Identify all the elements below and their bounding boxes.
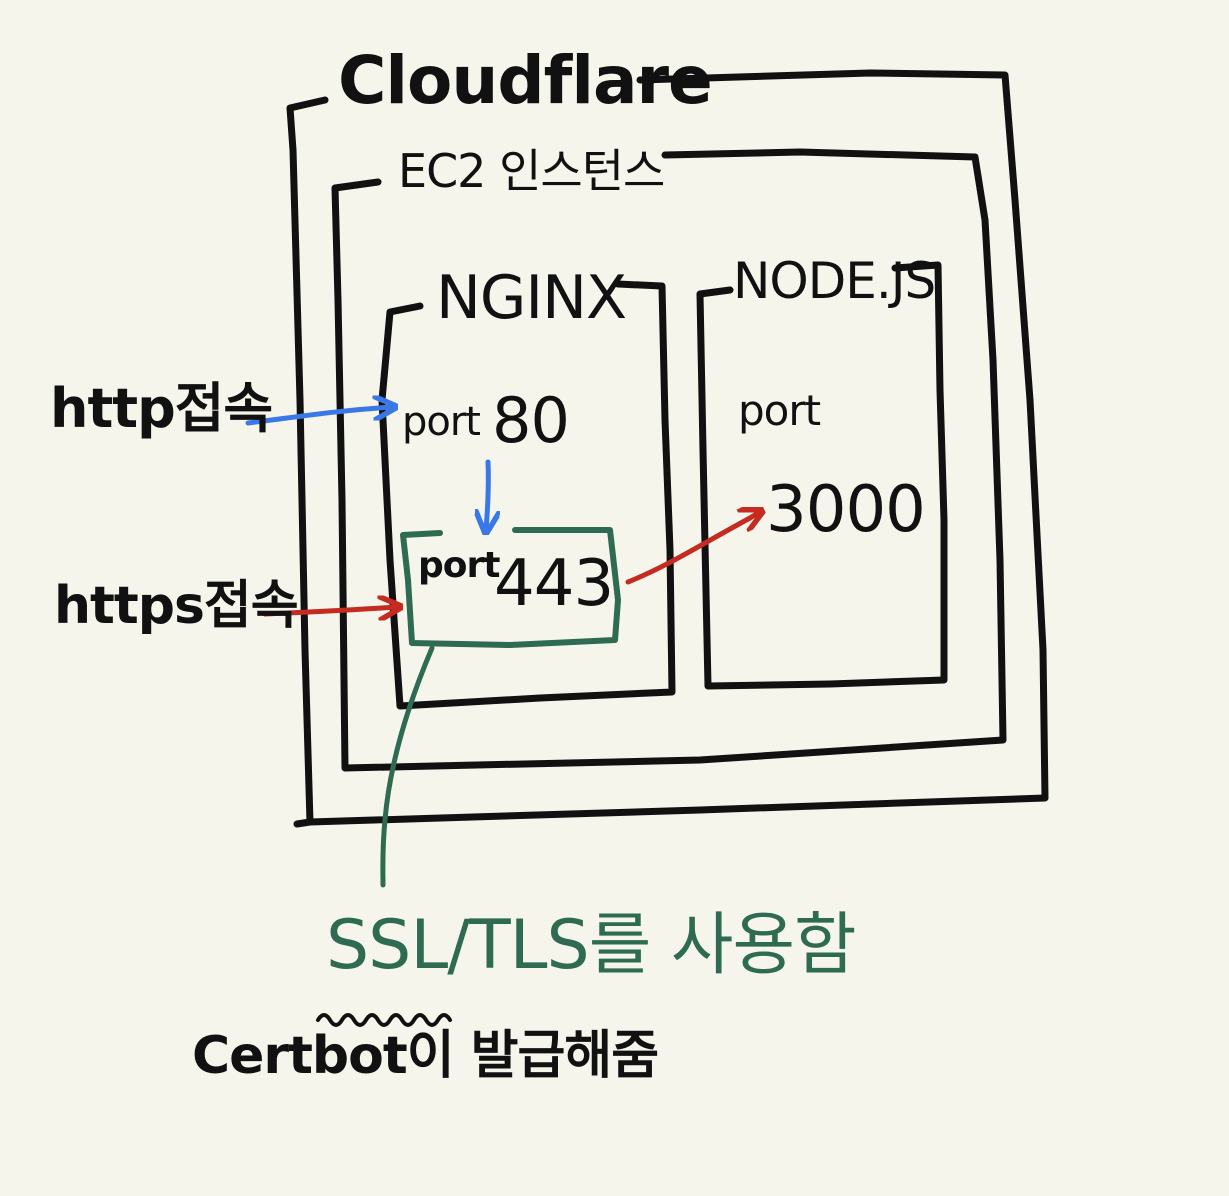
ssl-leader-line [380,645,435,888]
cloudflare-box [286,69,1049,828]
nginx-box [378,280,676,710]
https-arrow [262,607,398,614]
https-access-label: https접속 [54,576,299,636]
ssl-box [400,527,621,648]
ssl-wavy-underline [316,1013,452,1027]
port443-number: 443 [494,547,614,621]
proxy-arrow [625,512,760,585]
ec2-label: EC2 인스턴스 [398,144,665,198]
node-port-word: port [738,386,821,435]
nodejs-label: NODE.JS [733,252,936,310]
certbot-note: Certbot이 발급해줌 [192,1026,659,1086]
nginx-label: NGINX [436,263,627,333]
ec2-box [331,148,1007,772]
nodejs-box [696,261,948,690]
node-port-number: 3000 [766,473,926,547]
cloudflare-label: Cloudflare [338,42,713,119]
redirect-arrow [486,459,488,530]
http-access-label: http접속 [50,377,273,440]
ssl-note: SSL/TLS를 사용함 [326,906,857,985]
http-arrow [245,407,393,426]
port443-word: port [418,545,500,586]
port80-word: port [402,399,481,445]
port80-number: 80 [492,384,570,457]
